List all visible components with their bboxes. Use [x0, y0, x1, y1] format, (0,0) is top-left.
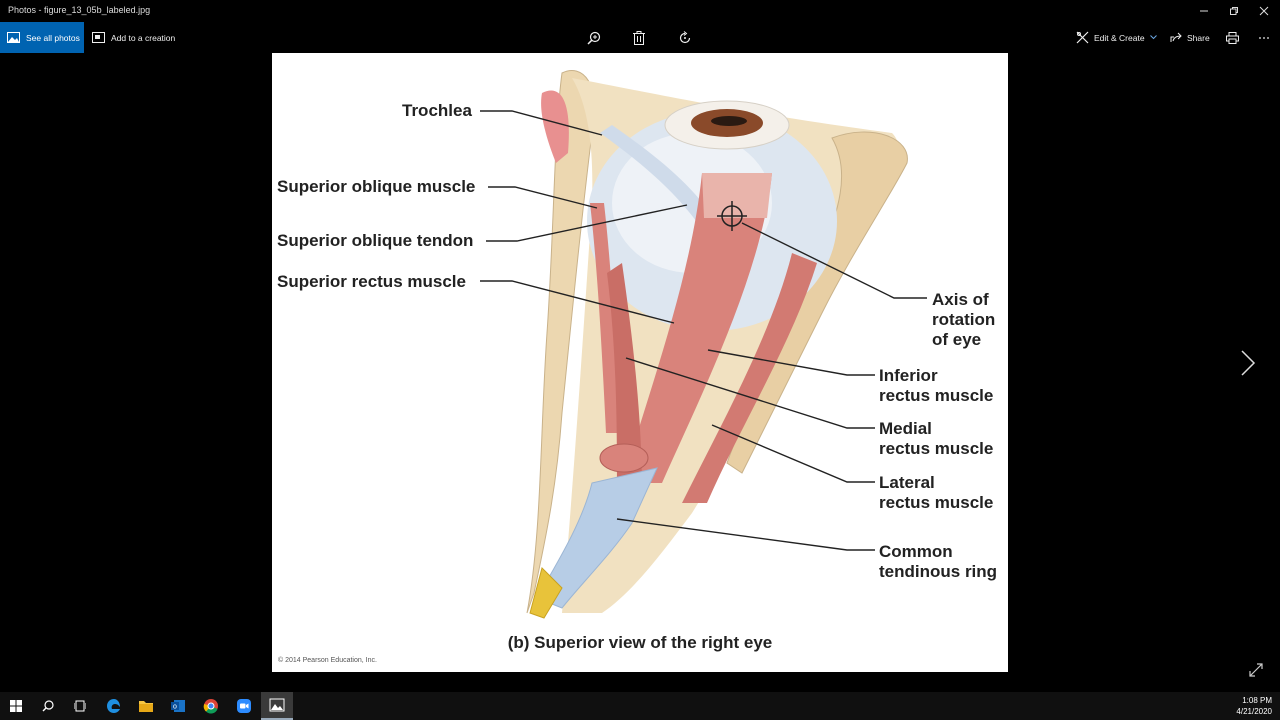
chevron-right-icon [1241, 350, 1256, 376]
creation-icon [92, 32, 105, 43]
taskbar: o 1:08 PM 4/21/2020 [0, 692, 1280, 720]
share-label: Share [1187, 32, 1210, 43]
zoom-button[interactable] [584, 28, 604, 48]
see-all-photos-button[interactable]: See all photos [0, 22, 84, 53]
edge-app[interactable] [98, 692, 130, 720]
start-icon [10, 700, 22, 712]
print-button[interactable] [1222, 28, 1242, 48]
edit-create-label: Edit & Create [1094, 32, 1145, 43]
label-inferior-rectus: Inferior rectus muscle [879, 366, 994, 405]
restore-button[interactable] [1218, 0, 1250, 22]
close-icon [1259, 6, 1269, 16]
start-button[interactable] [0, 692, 32, 720]
zoom-icon [587, 31, 601, 45]
more-icon [1259, 37, 1269, 39]
chrome-icon [203, 699, 218, 714]
restore-icon [1230, 7, 1238, 15]
label-superior-rectus-muscle: Superior rectus muscle [277, 272, 466, 291]
chevron-down-icon [1149, 35, 1157, 40]
window-title: Photos - figure_13_05b_labeled.jpg [8, 5, 151, 15]
task-view-icon [74, 700, 86, 712]
photos-icon [7, 32, 20, 43]
next-photo-button[interactable] [1236, 348, 1260, 378]
label-lateral-rectus: Lateral rectus muscle [879, 473, 994, 512]
expand-icon [1249, 663, 1263, 677]
copyright-notice: © 2014 Pearson Education, Inc. [278, 657, 377, 664]
zoom-app-icon [237, 699, 251, 713]
see-all-photos-label: See all photos [26, 32, 80, 43]
share-icon [1170, 32, 1182, 42]
share-button[interactable]: Share [1170, 22, 1210, 53]
label-superior-oblique-tendon: Superior oblique tendon [277, 231, 474, 250]
app-toolbar: See all photos Add to a creation Edit & … [0, 22, 1280, 54]
print-icon [1225, 32, 1239, 44]
eye-muscle-illustration [480, 70, 927, 619]
photo-image[interactable]: Trochlea Superior oblique muscle Superio… [272, 53, 1008, 672]
rotate-icon [679, 31, 691, 44]
title-bar: Photos - figure_13_05b_labeled.jpg [0, 0, 1280, 22]
figure-caption: (b) Superior view of the right eye [507, 633, 773, 652]
label-medial-rectus: Medial rectus muscle [879, 419, 994, 458]
clock-time: 1:08 PM [1242, 696, 1272, 705]
edit-create-button[interactable]: Edit & Create [1076, 22, 1157, 53]
photos-icon [269, 698, 285, 712]
delete-button[interactable] [629, 28, 649, 48]
task-view-button[interactable] [64, 692, 96, 720]
fullscreen-button[interactable] [1248, 662, 1264, 678]
label-common-tendinous-ring: Common tendinous ring [879, 542, 998, 581]
zoom-app[interactable] [228, 692, 260, 720]
close-button[interactable] [1248, 0, 1280, 22]
minimize-icon [1200, 10, 1208, 12]
chrome-app[interactable] [195, 692, 227, 720]
more-button[interactable] [1254, 28, 1274, 48]
add-to-creation-button[interactable]: Add to a creation [92, 22, 175, 53]
minimize-button[interactable] [1188, 0, 1220, 22]
search-icon [42, 700, 54, 712]
outlook-app[interactable]: o [162, 692, 194, 720]
outlook-icon: o [171, 700, 185, 712]
edit-icon [1076, 31, 1089, 44]
label-trochlea: Trochlea [402, 101, 472, 120]
system-clock[interactable]: 1:08 PM 4/21/2020 [1236, 695, 1272, 717]
file-explorer-app[interactable] [130, 692, 162, 720]
rotate-button[interactable] [675, 28, 695, 48]
edge-icon [107, 699, 120, 713]
photos-app[interactable] [261, 692, 293, 720]
svg-text:o: o [173, 704, 177, 711]
label-axis-of-rotation: Axis of rotation of eye [932, 290, 996, 349]
delete-icon [633, 31, 645, 45]
file-explorer-icon [139, 701, 153, 712]
clock-date: 4/21/2020 [1236, 707, 1272, 716]
search-button[interactable] [32, 692, 64, 720]
label-superior-oblique-muscle: Superior oblique muscle [277, 177, 476, 196]
add-to-creation-label: Add to a creation [111, 32, 176, 43]
